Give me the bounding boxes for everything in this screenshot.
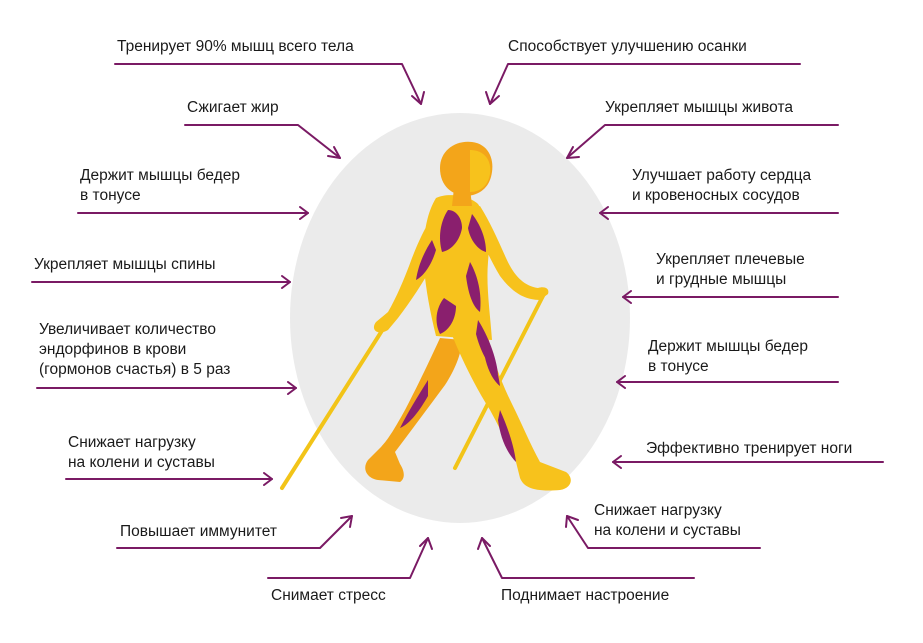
- benefit-right-6: Эффективно тренирует ноги: [646, 440, 853, 457]
- benefit-right-1: Способствует улучшению осанки: [508, 38, 747, 55]
- benefit-right-2: Укрепляет мышцы живота: [605, 99, 793, 116]
- benefit-left-1: Тренирует 90% мышц всего тела: [117, 38, 354, 55]
- left-connectors: [31, 63, 433, 579]
- benefit-left-5: Увеличивает количество эндорфинов в кров…: [39, 321, 231, 378]
- right-connectors: [477, 63, 884, 579]
- pole-left: [280, 316, 392, 490]
- benefit-right-5: Держит мышцы бедер в тонусе: [648, 338, 808, 375]
- benefit-left-3: Держит мышцы бедер в тонусе: [80, 167, 240, 204]
- benefit-bottom-2: Поднимает настроение: [501, 587, 670, 604]
- benefit-left-2: Сжигает жир: [187, 99, 279, 116]
- benefit-right-4: Укрепляет плечевые и грудные мышцы: [656, 251, 805, 288]
- benefit-right-3: Улучшает работу сердца и кровеносных сос…: [632, 167, 812, 204]
- walking-figure-icon: [365, 141, 571, 491]
- benefit-right-7: Снижает нагрузку на колени и суставы: [594, 502, 741, 539]
- benefit-left-6: Снижает нагрузку на колени и суставы: [68, 434, 215, 471]
- benefit-bottom-1: Снимает стресс: [271, 587, 386, 604]
- benefit-left-7: Повышает иммунитет: [120, 523, 277, 540]
- benefit-left-4: Укрепляет мышцы спины: [34, 256, 216, 273]
